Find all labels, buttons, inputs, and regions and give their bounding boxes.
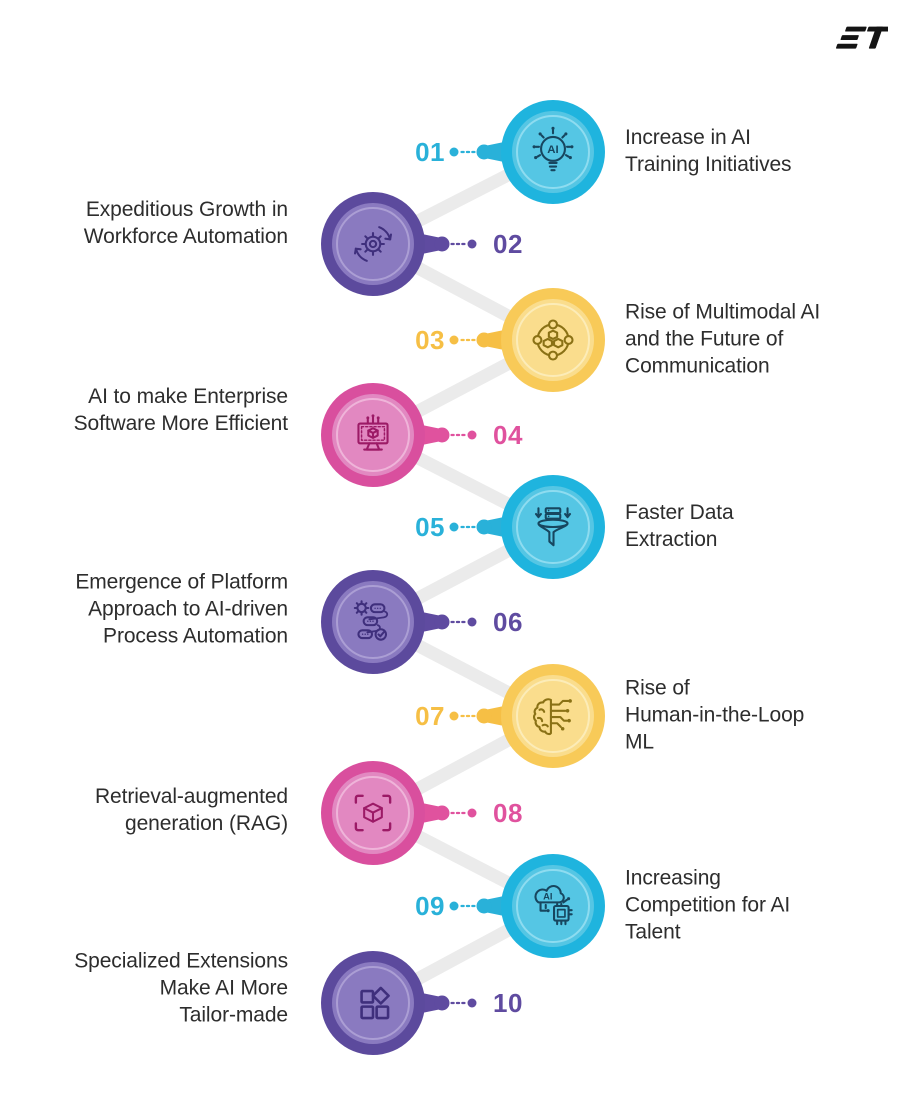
multimodal-network-icon <box>532 319 574 361</box>
ai-cloud-chip-icon: AI <box>534 884 573 926</box>
item-circle: AI <box>501 100 605 204</box>
item-connector <box>415 422 478 448</box>
item-circle <box>321 383 425 487</box>
item-number: 06 <box>493 607 523 637</box>
enterprise-monitor-cube-icon <box>357 414 389 451</box>
item-number: 04 <box>493 420 523 450</box>
item-number: 02 <box>493 229 523 259</box>
item-number: 05 <box>415 512 445 542</box>
item-circle <box>321 761 425 865</box>
zigzag-line <box>366 145 560 1010</box>
item-label: Rise of Multimodal AI and the Future of … <box>625 300 821 378</box>
item-circle-inner <box>512 299 594 381</box>
item-number: 10 <box>493 988 523 1018</box>
extensions-shapes-icon <box>360 986 390 1020</box>
item-connector <box>415 609 478 635</box>
item-number: 07 <box>415 701 445 731</box>
item-circle-inner <box>332 203 414 285</box>
item-circle-inner <box>512 486 594 568</box>
data-funnel-icon <box>534 507 572 547</box>
item-circle-inner <box>332 962 414 1044</box>
process-workflow-icon <box>353 600 389 641</box>
brain-circuit-icon <box>533 698 572 736</box>
item-circle <box>501 288 605 392</box>
item-circle <box>501 664 605 768</box>
item-label: Retrieval-augmented generation (RAG) <box>94 785 288 835</box>
item-circle-inner: AI <box>512 865 594 947</box>
item-label: Increase in AI Training Initiatives <box>625 126 792 176</box>
item-circle <box>321 192 425 296</box>
item-label: Expeditious Growth in Workforce Automati… <box>83 198 288 248</box>
item-circle <box>321 951 425 1055</box>
item-label: AI to make Enterprise Software More Effi… <box>73 385 289 435</box>
item-label: Increasing Competition for AI Talent <box>625 866 791 944</box>
item-number: 09 <box>415 891 445 921</box>
item-label: Faster Data Extraction <box>625 501 734 551</box>
item-number: 08 <box>493 798 523 828</box>
item-circle-inner <box>332 394 414 476</box>
item-connector <box>415 990 478 1016</box>
ai-lightbulb-icon: AI <box>532 126 574 172</box>
item-number: 01 <box>415 137 445 167</box>
item-label: Rise of Human-in-the-Loop ML <box>625 676 805 754</box>
automation-gear-sync-icon <box>353 226 393 262</box>
item-circle <box>501 475 605 579</box>
item-number: 03 <box>415 325 445 355</box>
item-circle-inner <box>332 581 414 663</box>
item-label: Specialized Extensions Make AI More Tail… <box>74 949 288 1027</box>
item-connector <box>415 800 478 826</box>
svg-text:AI: AI <box>547 144 558 156</box>
svg-text:AI: AI <box>543 891 552 901</box>
item-circle <box>321 570 425 674</box>
item-circle-inner <box>332 772 414 854</box>
item-circle-inner: AI <box>512 111 594 193</box>
et-logo <box>836 26 888 49</box>
item-label: Emergence of Platform Approach to AI-dri… <box>75 570 288 648</box>
item-circle-inner <box>512 675 594 757</box>
item-circle: AI <box>501 854 605 958</box>
rag-cube-scan-icon <box>354 794 392 832</box>
item-connector <box>415 231 478 257</box>
